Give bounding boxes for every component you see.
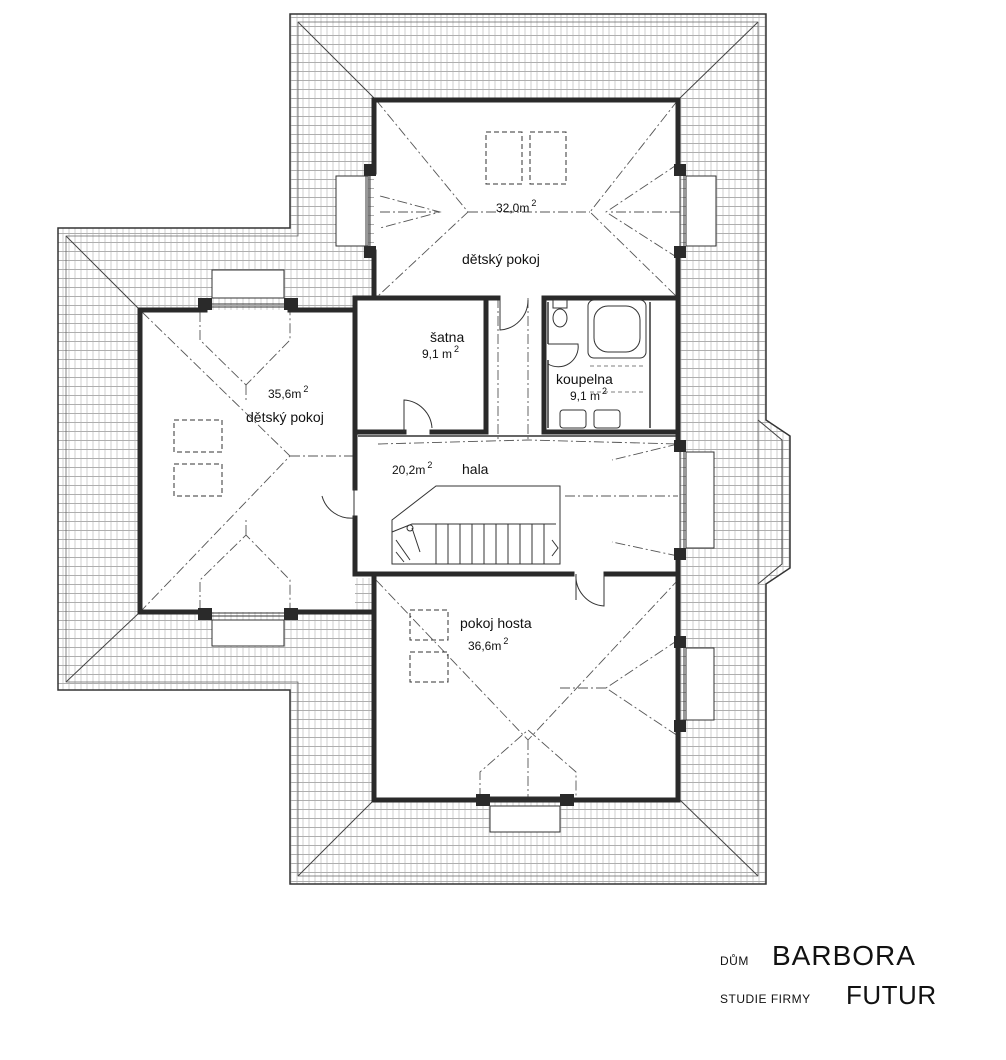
studio-prefix: STUDIE FIRMY [720, 992, 811, 1006]
interior [140, 98, 680, 800]
house-prefix: DŮM [720, 954, 749, 968]
top-kids-room-name: dětský pokoj [462, 251, 540, 267]
bathroom-name: koupelna [556, 371, 613, 387]
staircase [391, 485, 561, 565]
dormers [211, 175, 717, 833]
wardrobe-name: šatna [430, 329, 464, 345]
partitions [358, 302, 676, 437]
window-jambs [198, 164, 686, 806]
studio-name: FUTUR [846, 980, 937, 1010]
left-kids-room-name: dětský pokoj [246, 409, 324, 425]
doors [321, 299, 605, 607]
bathroom-fixtures [552, 299, 647, 429]
window-glass [212, 176, 685, 802]
hall-name: hala [462, 461, 489, 477]
guest-room-name: pokoj hosta [460, 615, 532, 631]
house-name: BARBORA [772, 940, 916, 971]
skylights [173, 131, 567, 683]
bath-dashes [590, 365, 646, 393]
floor-plan: 32,0m2 dětský pokoj 35,6m2 dětský pokoj … [57, 13, 791, 885]
hip-projections [141, 99, 680, 798]
walls [137, 97, 681, 803]
